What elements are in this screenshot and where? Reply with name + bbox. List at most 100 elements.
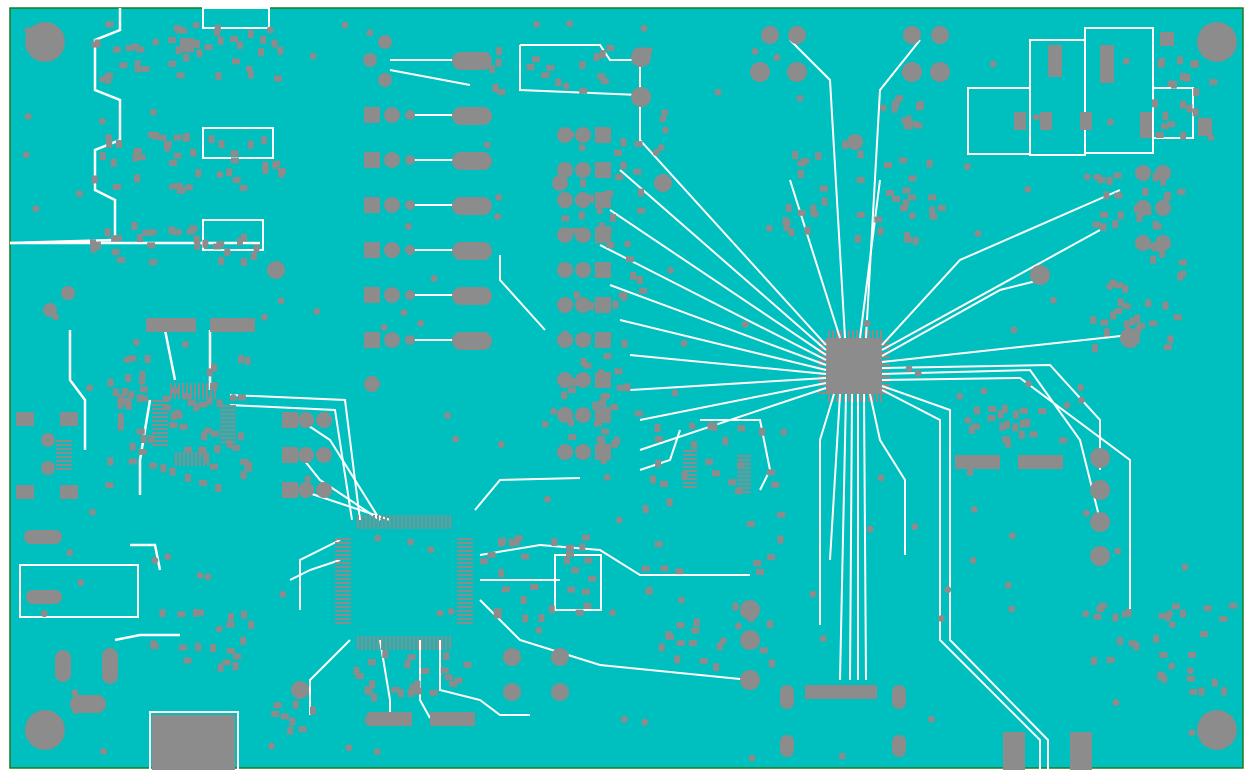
ic-pin	[848, 685, 850, 699]
smd-pad	[104, 228, 111, 237]
smd-pad	[397, 689, 404, 698]
smd-pad	[217, 663, 224, 672]
smd-pad	[232, 176, 241, 183]
smd-pad	[407, 654, 416, 661]
smd-pad	[230, 157, 239, 164]
ic-pin	[425, 515, 427, 529]
smd-pad	[1029, 431, 1038, 438]
ic-pin	[220, 425, 236, 427]
smd-pad	[1149, 320, 1158, 327]
round-pad	[384, 287, 400, 303]
smd-pad	[711, 422, 718, 431]
mcu-pin	[882, 368, 890, 370]
smd-pad	[230, 36, 239, 42]
ic-pin	[683, 466, 697, 468]
through-hole-pad	[1155, 165, 1171, 181]
via	[1082, 610, 1090, 618]
via	[245, 65, 253, 73]
smd-pad	[105, 134, 112, 143]
smd-pad	[241, 610, 248, 619]
via	[667, 266, 674, 274]
smd-pad	[128, 390, 135, 399]
smd-pad	[133, 147, 142, 154]
smd-pad	[195, 643, 202, 651]
through-hole-pad	[41, 461, 55, 475]
smd-pad	[568, 434, 577, 440]
ic-pin	[457, 550, 473, 552]
via	[48, 734, 56, 742]
via	[1004, 581, 1012, 589]
smd-pad	[148, 435, 155, 443]
smd-pad	[183, 446, 192, 453]
smd-pad	[609, 214, 616, 222]
smd-pad	[560, 267, 569, 274]
smd-pad	[409, 683, 416, 692]
smd-pad	[139, 386, 148, 393]
through-hole-pad	[291, 681, 309, 699]
smd-pad	[487, 551, 496, 558]
smd-pad	[90, 239, 96, 248]
smd-pad	[174, 412, 183, 419]
smd-pad	[218, 140, 225, 149]
smd-pad	[404, 660, 411, 669]
smd-pad	[676, 640, 685, 646]
via	[956, 392, 964, 400]
via	[452, 435, 460, 443]
mcu-pin	[832, 330, 834, 338]
smd-pad	[203, 427, 212, 434]
ic-pin	[152, 408, 168, 410]
smd-pad	[699, 658, 708, 664]
smd-pad	[240, 471, 247, 480]
smd-pad	[179, 644, 187, 651]
round-pad	[575, 407, 591, 423]
smd-pad	[132, 153, 139, 162]
smd-pad	[1117, 298, 1124, 307]
ic-pin	[737, 487, 751, 489]
smd-pad	[756, 568, 764, 575]
smd-pad	[1159, 249, 1166, 258]
smd-pad	[158, 134, 167, 141]
ic-pin	[457, 562, 473, 564]
through-hole-pad	[378, 73, 392, 87]
smd-pad	[189, 225, 198, 232]
via	[164, 553, 172, 561]
smd-pad	[1203, 605, 1212, 612]
smd-pad	[118, 419, 124, 428]
smd-pad	[1220, 687, 1227, 696]
smd-pad	[131, 222, 138, 230]
via	[77, 579, 85, 587]
smd-pad	[1098, 602, 1107, 609]
smd-pad	[183, 657, 192, 664]
mcu-pin	[828, 394, 830, 402]
through-hole-pad	[761, 26, 779, 44]
smd-pad	[140, 395, 148, 402]
smd-pad	[884, 162, 892, 169]
ic-pin	[457, 542, 473, 544]
smd-pad	[1177, 272, 1184, 281]
ic-pin	[401, 636, 403, 650]
mcu-pin	[882, 380, 890, 382]
square-pad	[595, 262, 611, 278]
ic-pin	[385, 515, 387, 529]
ic-pin	[335, 574, 351, 576]
ic-pin	[152, 424, 168, 426]
smd-pad	[691, 627, 700, 634]
smd-pad	[620, 161, 627, 170]
via	[645, 47, 653, 55]
via	[341, 21, 349, 29]
ic-pin	[191, 452, 193, 466]
ic-pin	[433, 515, 435, 529]
ic-pin	[361, 636, 363, 650]
via	[908, 212, 916, 220]
via	[533, 20, 540, 28]
smd-pad	[968, 425, 975, 434]
smd-pad	[231, 444, 240, 451]
mcu-pin	[818, 364, 826, 366]
smd-pad	[1209, 79, 1218, 86]
via	[132, 338, 140, 346]
via	[911, 523, 919, 531]
via	[720, 637, 727, 645]
smd-pad	[391, 686, 400, 693]
smd-pad	[625, 256, 634, 263]
smd-pad	[895, 95, 904, 102]
